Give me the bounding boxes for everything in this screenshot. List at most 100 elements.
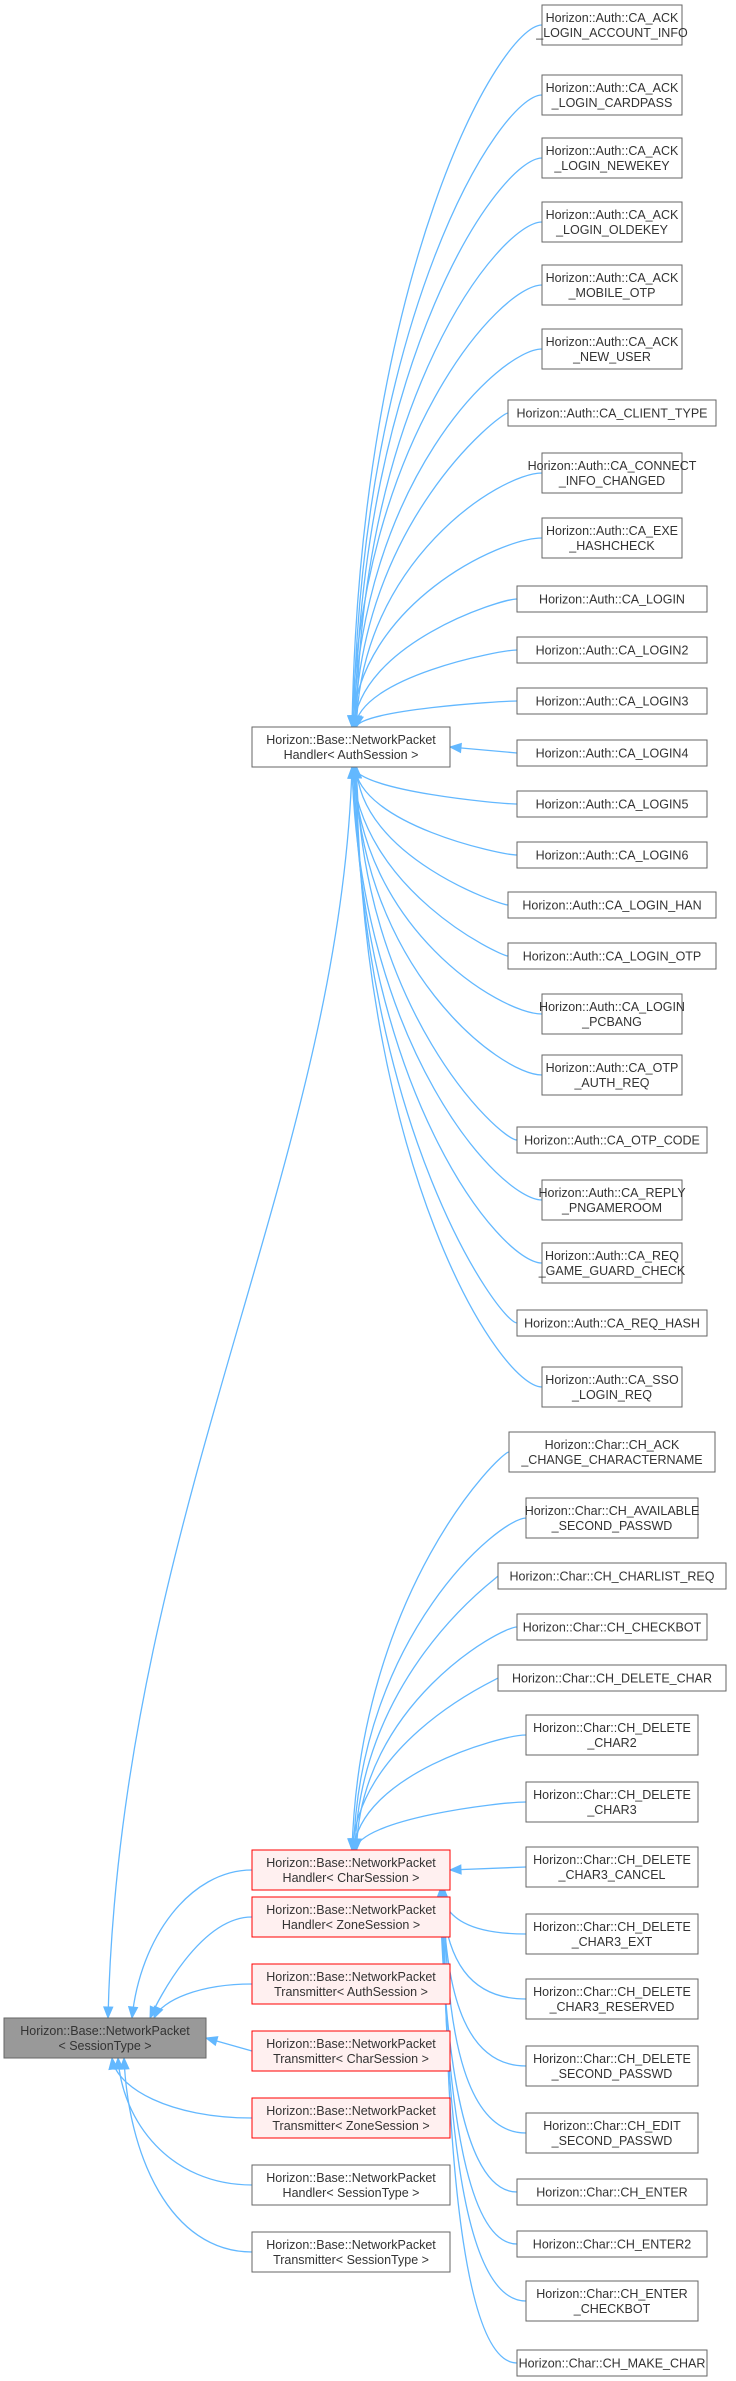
auth-class-auth-ca-login-han-node[interactable]: Horizon::Auth::CA_LOGIN_HAN [507, 891, 717, 919]
char-class-char-ch-delete-second-passwd-node[interactable]: Horizon::Char::CH_DELETE_SECOND_PASSWD [525, 2045, 699, 2087]
char-class-char-ch-delete-char3-cancel-node[interactable]: Horizon::Char::CH_DELETE_CHAR3_CANCEL [525, 1846, 699, 1888]
auth-class-auth-ca-ack-login-newekey-edge [354, 157, 543, 728]
char-class-char-ch-delete-char3-node[interactable]: Horizon::Char::CH_DELETE_CHAR3 [525, 1781, 699, 1823]
auth-class-auth-ca-ack-login-oldekey-node[interactable]: Horizon::Auth::CA_ACK_LOGIN_OLDEKEY [541, 201, 683, 243]
auth-class-auth-ca-login-han-edge [355, 766, 509, 906]
auth-class-auth-ca-ack-mobile-otp-node[interactable]: Horizon::Auth::CA_ACK_MOBILE_OTP [541, 264, 683, 306]
node-label-line1: Horizon::Base::NetworkPacket [266, 2037, 436, 2051]
auth-class-auth-ca-login4-node[interactable]: Horizon::Auth::CA_LOGIN4 [516, 739, 708, 767]
auth-class-auth-ca-login-otp-edge [351, 766, 509, 957]
auth-class-auth-ca-client-type-edge [354, 412, 509, 728]
node-label-line1: Horizon::Base::NetworkPacket [266, 2238, 436, 2252]
node-label-line2: _SECOND_PASSWD [551, 2134, 673, 2148]
node-box [251, 2231, 451, 2273]
node-box [525, 1978, 699, 2020]
node-label-line2: _LOGIN_OLDEKEY [555, 223, 669, 237]
node-label-line2: Handler< CharSession > [283, 1871, 420, 1885]
node-box [541, 1366, 683, 1408]
root-node-networkpacket-sessiontype[interactable]: Horizon::Base::NetworkPacket< SessionTyp… [3, 2017, 207, 2059]
char-class-char-ch-delete-char2-node[interactable]: Horizon::Char::CH_DELETE_CHAR2 [525, 1714, 699, 1756]
mid-class-transmitter-charsession-node[interactable]: Horizon::Base::NetworkPacketTransmitter<… [251, 2030, 451, 2072]
node-box [251, 1896, 451, 1938]
node-label-line2: _CHAR3_RESERVED [549, 2000, 675, 2014]
char-class-char-ch-delete-char-node[interactable]: Horizon::Char::CH_DELETE_CHAR [497, 1664, 727, 1692]
node-box [516, 2178, 708, 2206]
char-class-char-ch-charlist-req-node[interactable]: Horizon::Char::CH_CHARLIST_REQ [497, 1562, 727, 1590]
char-class-char-ch-available-second-passwd-edge [352, 1517, 527, 1851]
auth-class-auth-ca-login5-edge [352, 766, 518, 805]
node-box [3, 2017, 207, 2059]
node-label-line1: Horizon::Char::CH_DELETE [533, 1985, 691, 1999]
node-label-line1: Horizon::Char::CH_DELETE [533, 1721, 691, 1735]
char-class-char-ch-enter2-node[interactable]: Horizon::Char::CH_ENTER2 [516, 2230, 708, 2258]
node-box [516, 585, 708, 613]
char-class-char-ch-edit-second-passwd-node[interactable]: Horizon::Char::CH_EDIT_SECOND_PASSWD [525, 2112, 699, 2154]
node-box [541, 328, 683, 370]
auth-class-auth-ca-req-hash-node[interactable]: Horizon::Auth::CA_REQ_HASH [516, 1309, 708, 1337]
auth-class-auth-ca-login-node[interactable]: Horizon::Auth::CA_LOGIN [516, 585, 708, 613]
node-label-line1: Horizon::Auth::CA_CLIENT_TYPE [516, 407, 707, 421]
node-box [516, 790, 708, 818]
auth-class-auth-ca-connect-info-changed-node[interactable]: Horizon::Auth::CA_CONNECT_INFO_CHANGED [528, 452, 697, 494]
node-label-line2: Transmitter< SessionType > [273, 2253, 429, 2267]
auth-class-auth-ca-req-game-guard-check-node[interactable]: Horizon::Auth::CA_REQ_GAME_GUARD_CHECK [538, 1242, 686, 1284]
auth-class-auth-ca-client-type-node[interactable]: Horizon::Auth::CA_CLIENT_TYPE [507, 399, 717, 427]
char-class-char-ch-make-char-node[interactable]: Horizon::Char::CH_MAKE_CHAR [516, 2349, 708, 2377]
mid-class-transmitter-zonesession-node[interactable]: Horizon::Base::NetworkPacketTransmitter<… [251, 2097, 451, 2139]
node-box [525, 2112, 699, 2154]
auth-class-auth-ca-sso-login-req-node[interactable]: Horizon::Auth::CA_SSO_LOGIN_REQ [541, 1366, 683, 1408]
mid-class-transmitter-sessiontype-node[interactable]: Horizon::Base::NetworkPacketTransmitter<… [251, 2231, 451, 2273]
node-label-line2: _MOBILE_OTP [568, 286, 656, 300]
node-box [541, 264, 683, 306]
auth-class-auth-ca-sso-login-req-arrowhead [351, 765, 362, 779]
node-label-line1: Horizon::Auth::CA_LOGIN_OTP [523, 950, 702, 964]
char-class-char-ch-delete-char3-ext-node[interactable]: Horizon::Char::CH_DELETE_CHAR3_EXT [525, 1913, 699, 1955]
node-box [541, 137, 683, 179]
mid-class-handler-zonesession-edge [149, 1916, 253, 2019]
node-box [516, 2349, 708, 2377]
auth-class-auth-ca-ack-new-user-edge [352, 348, 543, 728]
node-label-line1: Horizon::Char::CH_CHARLIST_REQ [510, 1570, 715, 1584]
char-class-char-ch-delete-char-edge [351, 1677, 499, 1851]
auth-class-auth-ca-login3-node[interactable]: Horizon::Auth::CA_LOGIN3 [516, 687, 708, 715]
node-label-line1: Horizon::Auth::CA_LOGIN6 [536, 849, 689, 863]
auth-class-auth-ca-login2-node[interactable]: Horizon::Auth::CA_LOGIN2 [516, 636, 708, 664]
auth-class-auth-ca-login6-node[interactable]: Horizon::Auth::CA_LOGIN6 [516, 841, 708, 869]
auth-class-auth-ca-otp-auth-req-node[interactable]: Horizon::Auth::CA_OTP_AUTH_REQ [541, 1054, 683, 1096]
char-class-char-ch-enter-node[interactable]: Horizon::Char::CH_ENTER [516, 2178, 708, 2206]
auth-class-auth-ca-otp-code-node[interactable]: Horizon::Auth::CA_OTP_CODE [516, 1126, 708, 1154]
node-label-line1: Horizon::Auth::CA_LOGIN2 [536, 644, 689, 658]
char-class-char-ch-enter-checkbot-node[interactable]: Horizon::Char::CH_ENTER_CHECKBOT [525, 2280, 699, 2322]
auth-class-auth-ca-ack-login-newekey-node[interactable]: Horizon::Auth::CA_ACK_LOGIN_NEWEKEY [541, 137, 683, 179]
mid-class-transmitter-authsession-node[interactable]: Horizon::Base::NetworkPacketTransmitter<… [251, 1963, 451, 2005]
node-box [251, 2030, 451, 2072]
char-handler-to-root-arrowhead [127, 2006, 139, 2020]
char-class-char-ch-available-second-passwd-node[interactable]: Horizon::Char::CH_AVAILABLE_SECOND_PASSW… [525, 1497, 700, 1539]
auth-class-auth-ca-login3-arrowhead [353, 714, 364, 729]
node-label-line1: Horizon::Char::CH_ENTER [536, 2287, 687, 2301]
auth-class-auth-ca-reply-pngameroom-node[interactable]: Horizon::Auth::CA_REPLY_PNGAMEROOM [538, 1179, 686, 1221]
auth-class-auth-ca-ack-new-user-node[interactable]: Horizon::Auth::CA_ACK_NEW_USER [541, 328, 683, 370]
auth-class-auth-ca-exe-hashcheck-node[interactable]: Horizon::Auth::CA_EXE_HASHCHECK [541, 517, 683, 559]
inheritance-arrowheads [103, 714, 462, 2071]
auth-class-auth-ca-req-game-guard-check-edge [352, 766, 543, 1264]
auth-class-auth-ca-login2-edge [354, 649, 518, 728]
char-class-char-ch-ack-change-charactername-node[interactable]: Horizon::Char::CH_ACK_CHANGE_CHARACTERNA… [508, 1431, 716, 1473]
char-class-char-ch-delete-char3-reserved-node[interactable]: Horizon::Char::CH_DELETE_CHAR3_RESERVED [525, 1978, 699, 2020]
auth-class-auth-ca-connect-info-changed-edge [355, 472, 543, 728]
auth-class-auth-ca-ack-login-cardpass-node[interactable]: Horizon::Auth::CA_ACK_LOGIN_CARDPASS [541, 74, 683, 116]
node-box [497, 1562, 727, 1590]
auth-class-auth-ca-ack-login-account-info-node[interactable]: Horizon::Auth::CA_ACK_LOGIN_ACCOUNT_INFO [535, 4, 688, 46]
node-box [525, 1497, 699, 1539]
auth-class-auth-ca-login5-node[interactable]: Horizon::Auth::CA_LOGIN5 [516, 790, 708, 818]
auth-class-auth-ca-login-pcbang-node[interactable]: Horizon::Auth::CA_LOGIN_PCBANG [539, 993, 685, 1035]
node-label-line1: Horizon::Base::NetworkPacket [266, 1856, 436, 1870]
char-class-char-ch-enter-edge [439, 1889, 518, 2193]
auth-class-auth-ca-login-otp-node[interactable]: Horizon::Auth::CA_LOGIN_OTP [507, 942, 717, 970]
char-class-char-ch-checkbot-node[interactable]: Horizon::Char::CH_CHECKBOT [516, 1613, 708, 1641]
